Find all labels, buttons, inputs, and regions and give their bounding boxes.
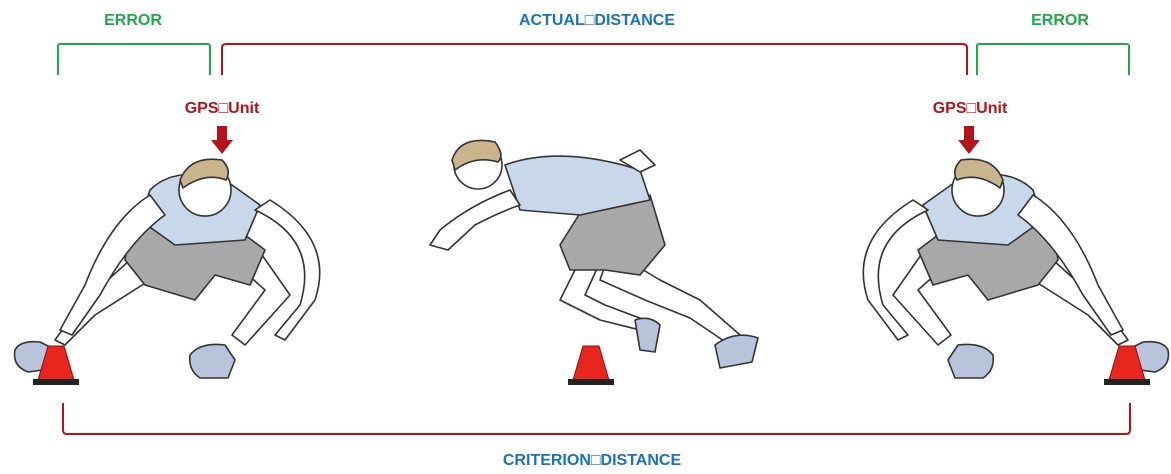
error-bracket-right xyxy=(977,44,1129,75)
athlete-figure-middle xyxy=(430,140,758,368)
arrow-down-icon xyxy=(958,126,980,154)
athlete-figure-left xyxy=(15,159,320,378)
athlete-figure-right xyxy=(863,159,1168,378)
cone-icon xyxy=(568,346,614,385)
arrow-down-icon xyxy=(211,126,233,154)
criterion-distance-bracket xyxy=(63,403,1130,434)
actual-distance-bracket xyxy=(222,44,967,75)
error-bracket-left xyxy=(58,44,210,75)
